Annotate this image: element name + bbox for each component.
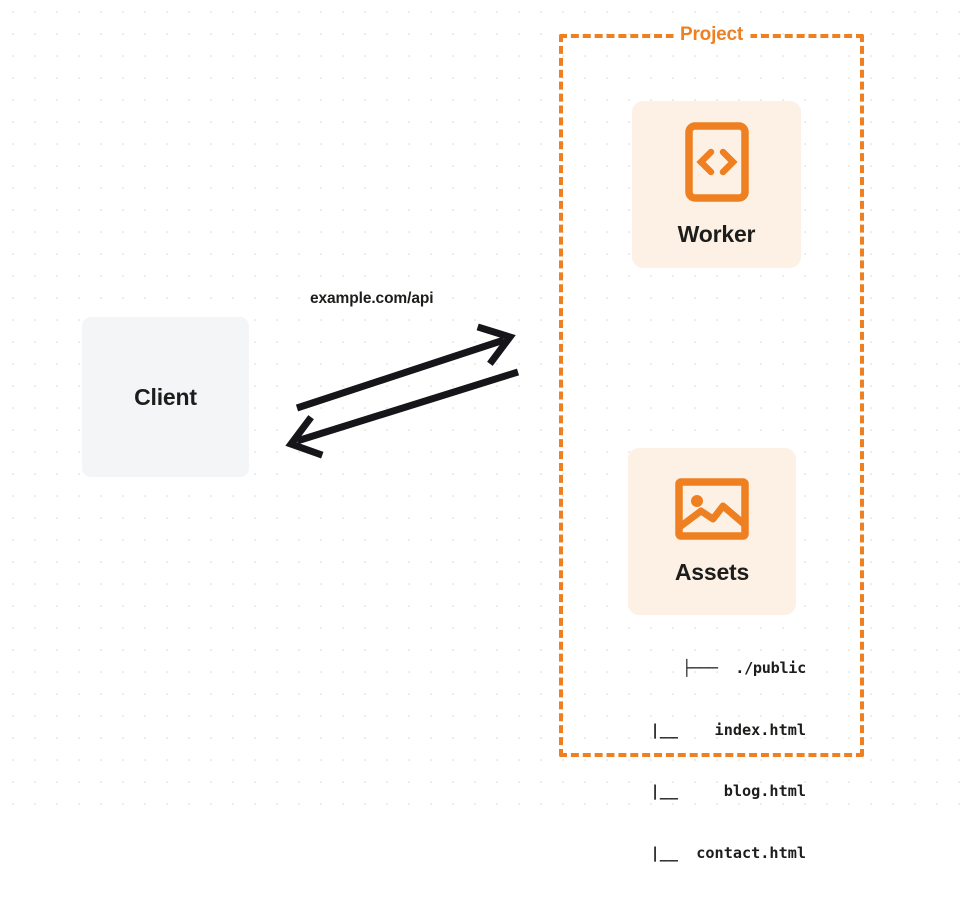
project-title: Project [672, 24, 751, 46]
file-tree-row: |__ blog.html [623, 782, 806, 800]
assets-node[interactable]: Assets [628, 448, 796, 615]
file-tree-row: ├─── ./public [682, 659, 806, 677]
worker-node[interactable]: Worker [632, 101, 801, 268]
response-arrow [285, 368, 520, 459]
code-brackets-icon [684, 121, 749, 207]
request-arrow [295, 323, 516, 412]
worker-label: Worker [677, 220, 756, 247]
project-container: Project [559, 24, 864, 757]
assets-file-tree: ├─── ./public |__ index.html |__ blog.ht… [606, 617, 807, 904]
assets-label: Assets [674, 558, 750, 585]
request-url-label: example.com/api [310, 290, 434, 307]
file-tree-row: |__ contact.html [623, 843, 806, 862]
client-node[interactable]: Client [82, 317, 249, 477]
file-tree-row: |__ index.html [623, 720, 806, 739]
client-label: Client [134, 383, 197, 410]
diagram-canvas: Client example.com/api Project [0, 0, 980, 862]
image-picture-icon [675, 477, 749, 545]
